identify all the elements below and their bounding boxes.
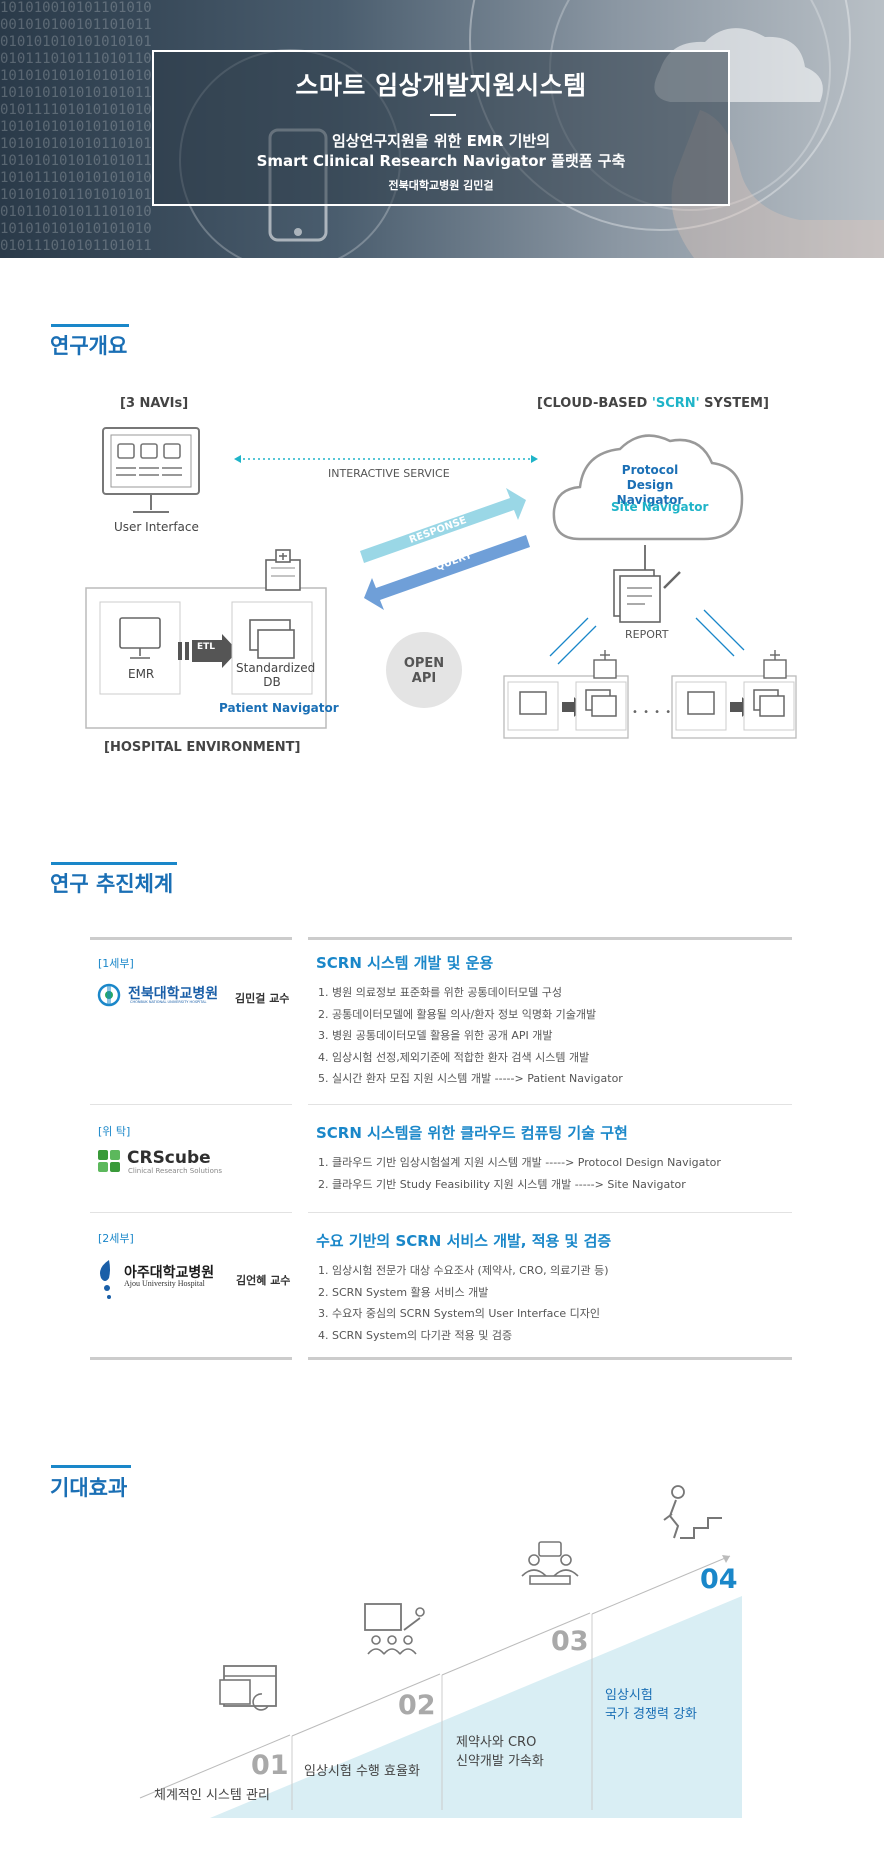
hospital-environment-label: [HOSPITAL ENVIRONMENT] — [104, 740, 301, 755]
org-bottom-rule-right — [308, 1357, 792, 1360]
crscube-logo-icon — [98, 1150, 122, 1172]
site-box-1 — [503, 675, 629, 739]
site-box-2 — [671, 675, 797, 739]
org-bottom-rule-left — [90, 1357, 292, 1360]
emr-label: EMR — [128, 667, 155, 681]
hero-title: 스마트 임상개발지원시스템 — [295, 71, 587, 100]
org-item-list: 1. 임상시험 전문가 대상 수요조사 (제약사, CRO, 의료기관 등) 2… — [318, 1260, 609, 1346]
org-item: 3. 병원 공통데이터모델 활용을 위한 공개 API 개발 — [318, 1029, 553, 1042]
report-icon — [613, 569, 681, 623]
jbnu-hospital-logo-icon — [97, 983, 121, 1007]
org-name-en: Clinical Research Solutions — [128, 1167, 222, 1175]
binary-background-text: 101010010101101010 001010100101101011 01… — [0, 0, 152, 254]
hospital-building-icon — [265, 549, 301, 591]
org-divider — [90, 1104, 292, 1105]
org-name-en: CHONBUK NATIONAL UNIVERSITY HOSPITAL — [130, 1000, 207, 1004]
section-underline — [51, 862, 177, 865]
org-name: CRScube — [127, 1148, 211, 1168]
org-item: 2. SCRN System 활용 서비스 개발 — [318, 1285, 489, 1299]
emr-computer-icon — [119, 617, 161, 659]
org-item: 3. 수요자 중심의 SCRN System의 User Interface 디… — [318, 1307, 601, 1320]
interactive-service-arrow — [234, 455, 538, 463]
meeting-icon — [521, 1541, 579, 1585]
monitor-icon — [102, 427, 200, 513]
org-item: 1. 임상시험 전문가 대상 수요조사 (제약사, CRO, 의료기관 등) — [318, 1264, 609, 1277]
org-tag: [1세부] — [98, 957, 134, 970]
org-item: 2. 클라우드 기반 Study Feasibility 지원 시스템 개발 -… — [318, 1177, 686, 1191]
response-arrow — [360, 488, 526, 563]
step-number-02: 02 — [398, 1690, 436, 1721]
org-item: 2. 공통데이터모델에 활용될 의사/환자 정보 익명화 기술개발 — [318, 1007, 597, 1021]
query-arrow — [364, 535, 530, 610]
org-tag: [2세부] — [98, 1232, 134, 1245]
open-api-circle — [386, 632, 462, 708]
org-item: 4. 임상시험 선정,제외기준에 적합한 환자 검색 시스템 개발 — [318, 1050, 590, 1064]
section-title-effects: 기대효과 — [50, 1476, 128, 1500]
site-link-arrow-right — [695, 609, 745, 657]
org-item: 4. SCRN System의 다기관 적용 및 검증 — [318, 1328, 513, 1342]
cloud-site-label: Site Navigator — [611, 500, 709, 514]
effects-staircase — [139, 1485, 742, 1818]
org-divider — [90, 1212, 292, 1213]
section-underline — [51, 324, 129, 327]
cloud-shape — [552, 434, 744, 541]
database-icon — [249, 619, 295, 659]
etl-label: ETL — [197, 642, 216, 652]
hero-subtitle-line2: Smart Clinical Research Navigator 플랫폼 구축 — [256, 152, 626, 170]
presentation-icon — [364, 1603, 425, 1655]
org-heading: SCRN 시스템 개발 및 운용 — [316, 954, 494, 972]
org-heading: SCRN 시스템을 위한 클라우드 컴퓨팅 기술 구현 — [316, 1124, 628, 1142]
navis-label: [3 NAVIs] — [120, 396, 189, 411]
org-tag: [위 탁] — [98, 1125, 131, 1138]
org-item: 1. 클라우드 기반 임상시험설계 지원 시스템 개발 -----> Proto… — [318, 1156, 721, 1169]
system-window-icon — [219, 1665, 277, 1711]
ajou-hospital-logo-icon — [97, 1258, 119, 1300]
sites-ellipsis: • • • • — [632, 707, 673, 718]
overview-diagram — [85, 427, 797, 739]
org-item: 1. 병원 의료정보 표준화를 위한 공통데이터모델 구성 — [318, 986, 562, 999]
org-name: 전북대학교병원 — [128, 986, 219, 1002]
org-top-rule-left — [90, 937, 292, 940]
org-top-rule-right — [308, 937, 792, 940]
etl-arrow — [178, 634, 238, 668]
org-item: 5. 실시간 환자 모집 지원 시스템 개발 -----> Patient Na… — [318, 1072, 623, 1085]
climbing-stairs-icon — [663, 1485, 722, 1539]
org-item-list: 1. 클라우드 기반 임상시험설계 지원 시스템 개발 -----> Proto… — [318, 1152, 721, 1195]
step-label-01: 체계적인 시스템 관리 — [154, 1788, 270, 1803]
org-heading: 수요 기반의 SCRN 서비스 개발, 적용 및 검증 — [316, 1232, 612, 1250]
effects-fill — [210, 1596, 742, 1818]
hero-subtitle-line1: 임상연구지원을 위한 EMR 기반의 — [332, 132, 550, 150]
site-link-arrow-left — [549, 617, 597, 665]
report-label: REPORT — [625, 628, 669, 641]
hero-divider — [430, 114, 456, 116]
interactive-service-label: INTERACTIVE SERVICE — [328, 467, 450, 480]
section-underline — [51, 1465, 131, 1468]
hospital-environment-box — [85, 587, 327, 729]
hero-title-box: 스마트 임상개발지원시스템 임상연구지원을 위한 EMR 기반의 Smart C… — [152, 50, 730, 206]
org-person: 김언혜 교수 — [236, 1274, 291, 1287]
org-divider — [308, 1104, 792, 1105]
hero-author: 전북대학교병원 김민걸 — [388, 179, 494, 192]
step-number-04: 04 — [700, 1564, 738, 1595]
step-label-02: 임상시험 수행 효율화 — [304, 1764, 420, 1779]
org-name-en: Ajou University Hospital — [124, 1279, 205, 1288]
org-item-list: 1. 병원 의료정보 표준화를 위한 공통데이터모델 구성 2. 공통데이터모델… — [318, 982, 623, 1090]
step-number-03: 03 — [551, 1626, 589, 1657]
org-divider — [308, 1212, 792, 1213]
section-title-overview: 연구개요 — [50, 334, 128, 358]
section-title-organization: 연구 추진체계 — [50, 872, 174, 896]
cloud-system-label: [CLOUD-BASED 'SCRN' SYSTEM] — [537, 396, 769, 411]
step-number-01: 01 — [251, 1750, 289, 1781]
user-interface-label: User Interface — [114, 520, 199, 534]
patient-navigator-label: Patient Navigator — [219, 701, 339, 715]
org-person: 김민걸 교수 — [235, 992, 290, 1005]
hero-banner: 101010010101101010 001010100101101011 01… — [0, 0, 884, 258]
org-name: 아주대학교병원 — [124, 1265, 215, 1281]
